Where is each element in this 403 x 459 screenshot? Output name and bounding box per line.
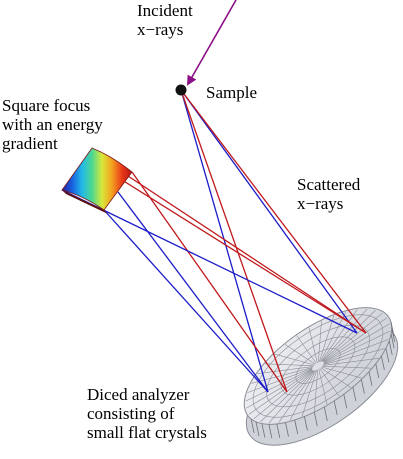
- crystal-seam: [251, 367, 313, 384]
- crystal-ring: [266, 324, 370, 408]
- crystal-post: [390, 322, 395, 337]
- ray-blue-4: [103, 209, 269, 393]
- ray-blue-8: [117, 191, 269, 393]
- crystal-seam: [322, 358, 379, 366]
- crystal-seam: [248, 369, 313, 415]
- crystal-seam: [296, 335, 317, 364]
- crystal-seam: [289, 370, 316, 421]
- crystal-seam: [268, 370, 315, 424]
- crystal-ring: [252, 314, 384, 418]
- crystal-seam: [260, 370, 314, 423]
- crystal-seam: [320, 367, 352, 388]
- analyzer-face: [243, 307, 393, 425]
- crystal-seam: [322, 365, 372, 369]
- crystal-post: [294, 419, 299, 435]
- crystal-post: [391, 327, 396, 342]
- ray-red-5: [131, 171, 288, 393]
- crystal-seam: [318, 320, 322, 363]
- crystal-seam: [301, 370, 317, 417]
- crystal-seam: [323, 339, 389, 365]
- ray-blue-6: [61, 189, 358, 334]
- crystal-seam: [323, 348, 385, 365]
- crystal-post: [343, 394, 348, 409]
- square-focus-side: [62, 190, 108, 214]
- incident-beam-arrow: [187, 0, 237, 86]
- crystal-seam: [253, 370, 313, 420]
- crystal-post: [268, 424, 273, 439]
- crystal-seam: [323, 323, 390, 363]
- crystal-seam: [308, 327, 318, 363]
- crystal-seam: [278, 370, 316, 423]
- square-focus: [61, 147, 133, 214]
- crystal-seam: [247, 367, 313, 393]
- ray-blue-2: [180, 89, 358, 334]
- sample-label: Sample: [206, 83, 257, 102]
- diced-analyzer: [243, 307, 399, 446]
- crystal-post: [381, 355, 385, 371]
- crystal-seam: [246, 369, 313, 409]
- crystal-post: [368, 371, 373, 386]
- crystal-seam: [320, 309, 358, 362]
- crystal-post: [313, 412, 318, 427]
- diced-analyzer-label: Diced analyzer consisting of small flat …: [87, 385, 207, 442]
- crystal-seam: [264, 363, 314, 367]
- crystal-post: [285, 422, 289, 437]
- crystal-seam: [320, 311, 347, 362]
- crystal-seam: [257, 366, 314, 374]
- crystal-seam: [274, 353, 315, 366]
- crystal-post: [352, 387, 357, 402]
- ray-blue-0: [180, 89, 269, 393]
- incident-xrays-label: Incident x−rays: [137, 1, 193, 39]
- crystal-seam: [323, 312, 383, 362]
- ray-red-9: [127, 175, 367, 334]
- crystal-seam: [319, 315, 335, 362]
- crystal-seam: [323, 330, 391, 364]
- crystal-seam: [322, 309, 376, 362]
- ray-red-7: [105, 169, 367, 334]
- crystal-post: [304, 416, 308, 431]
- ray-red-3: [180, 89, 367, 334]
- crystal-seam: [314, 369, 318, 412]
- crystal-post: [388, 340, 393, 356]
- scattered-xrays-label: Scattered x−rays: [297, 175, 361, 213]
- crystal-seam: [319, 368, 340, 397]
- square-focus-label: Square focus with an energy gradient: [2, 96, 103, 153]
- crystal-seam: [284, 344, 316, 365]
- crystal-post: [390, 334, 395, 349]
- crystal-post: [276, 423, 281, 438]
- ray-red-1: [180, 89, 288, 393]
- crystal-post: [261, 423, 266, 438]
- crystal-post: [385, 348, 390, 363]
- crystal-ring: [295, 348, 341, 384]
- crystal-post: [250, 419, 255, 434]
- crystal-seam: [318, 369, 328, 405]
- sample-dot: [175, 84, 187, 96]
- crystal-post: [361, 379, 365, 394]
- crystal-seam: [321, 308, 368, 362]
- crystal-post: [255, 421, 260, 436]
- crystal-post: [333, 400, 338, 415]
- analyzer-crystal-grid: [245, 308, 396, 439]
- crystal-seam: [323, 317, 388, 363]
- crystal-ring: [280, 336, 356, 396]
- square-focus-gradient: [61, 147, 133, 211]
- crystal-seam: [245, 368, 313, 402]
- crystal-seam: [321, 366, 362, 379]
- crystal-post: [323, 406, 328, 421]
- crystal-post: [375, 363, 380, 378]
- scattered-rays: [61, 89, 367, 393]
